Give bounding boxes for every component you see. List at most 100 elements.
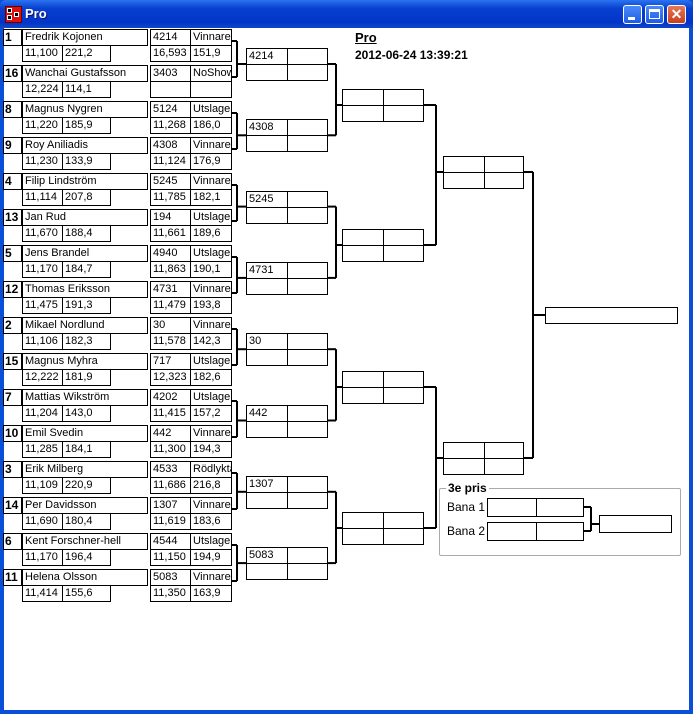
match-status: Utslagen	[190, 245, 232, 262]
player-stat-a: 11,114	[22, 189, 63, 206]
match-stat-d	[190, 81, 232, 98]
match-status: Rödlykta	[190, 461, 232, 478]
round3-cell	[342, 371, 384, 388]
match-code: 717	[150, 353, 191, 370]
match-stat-d: 189,6	[190, 225, 232, 242]
match-status: Utslagen	[190, 389, 232, 406]
round2-code: 5245	[246, 190, 288, 208]
seed-number: 13	[3, 209, 22, 226]
match-status: Vinnare	[190, 425, 232, 442]
match-stat-c: 11,578	[150, 333, 191, 350]
page-title: Pro	[355, 30, 377, 45]
maximize-icon	[649, 9, 660, 19]
match-code: 4533	[150, 461, 191, 478]
player-name: Fredrik Kojonen	[22, 29, 148, 46]
match-status: Vinnare	[190, 29, 232, 46]
match-stat-c	[150, 81, 191, 98]
player-stat-b: 133,9	[62, 153, 111, 170]
player-stat-b: 181,9	[62, 369, 111, 386]
player-name: Jan Rud	[22, 209, 148, 226]
player-name: Mikael Nordlund	[22, 317, 148, 334]
round2-cell	[287, 48, 328, 65]
round2-cell	[246, 135, 288, 153]
round2-code: 442	[246, 404, 288, 422]
player-stat-b: 182,3	[62, 333, 111, 350]
round2-cell	[246, 420, 288, 438]
match-status: Utslagen	[190, 533, 232, 550]
close-button[interactable]: ✕	[667, 5, 686, 24]
semifinal-cell	[443, 172, 485, 189]
semifinal-cell	[443, 458, 485, 475]
match-status: Utslagen	[190, 353, 232, 370]
match-stat-d: 216,8	[190, 477, 232, 494]
round3-cell	[383, 229, 424, 246]
player-stat-b: 184,1	[62, 441, 111, 458]
player-stat-b: 155,6	[62, 585, 111, 602]
final-winner-box	[545, 307, 678, 324]
app-icon	[5, 6, 22, 23]
player-stat-b: 143,0	[62, 405, 111, 422]
player-stat-a: 11,475	[22, 297, 63, 314]
semifinal-cell	[484, 442, 524, 459]
player-stat-a: 11,100	[22, 45, 63, 62]
title-bar[interactable]: Pro ✕	[0, 0, 693, 28]
player-name: Kent Forschner-hell	[22, 533, 148, 550]
minimize-icon	[628, 17, 635, 20]
player-name: Emil Svedin	[22, 425, 148, 442]
match-stat-d: 190,1	[190, 261, 232, 278]
match-stat-d: 182,1	[190, 189, 232, 206]
player-stat-a: 11,414	[22, 585, 63, 602]
round3-cell	[383, 387, 424, 404]
match-code: 5124	[150, 101, 191, 118]
third-place-label: 3e pris	[446, 481, 489, 495]
seed-number: 4	[3, 173, 22, 190]
third-place-group: 3e pris	[439, 481, 681, 556]
round2-cell	[246, 277, 288, 295]
match-code: 4544	[150, 533, 191, 550]
match-status: Vinnare	[190, 317, 232, 334]
maximize-button[interactable]	[645, 5, 664, 24]
lane-1-label: Bana 1	[447, 500, 486, 514]
round3-cell	[383, 528, 424, 545]
player-stat-b: 185,9	[62, 117, 111, 134]
match-code: 5245	[150, 173, 191, 190]
round2-code: 4731	[246, 261, 288, 279]
match-stat-c: 11,785	[150, 189, 191, 206]
seed-number: 2	[3, 317, 22, 334]
close-icon: ✕	[670, 6, 683, 22]
match-code: 4731	[150, 281, 191, 298]
seed-number: 9	[3, 137, 22, 154]
player-stat-b: 221,2	[62, 45, 111, 62]
match-code: 1307	[150, 497, 191, 514]
bracket-connectors	[232, 40, 599, 582]
player-stat-b: 114,1	[62, 81, 111, 98]
round2-cell	[287, 563, 328, 581]
match-stat-c: 11,150	[150, 549, 191, 566]
round2-cell	[246, 491, 288, 509]
minimize-button[interactable]	[623, 5, 642, 24]
seed-number: 1	[3, 29, 22, 46]
player-stat-a: 11,220	[22, 117, 63, 134]
seed-number: 7	[3, 389, 22, 406]
round2-code: 5083	[246, 547, 288, 565]
round2-code: 30	[246, 333, 288, 351]
round2-cell	[246, 206, 288, 224]
lane-2-label: Bana 2	[447, 524, 486, 538]
match-code: 3403	[150, 65, 191, 82]
round2-cell	[287, 119, 328, 137]
match-stat-d: 182,6	[190, 369, 232, 386]
player-name: Helena Olsson	[22, 569, 148, 586]
player-stat-b: 191,3	[62, 297, 111, 314]
third-place-lane1-a	[487, 498, 537, 517]
match-stat-c: 11,124	[150, 153, 191, 170]
match-code: 442	[150, 425, 191, 442]
round2-cell	[287, 333, 328, 351]
match-stat-c: 12,323	[150, 369, 191, 386]
player-stat-a: 12,222	[22, 369, 63, 386]
seed-number: 15	[3, 353, 22, 370]
third-place-lane1-b	[536, 498, 584, 517]
match-stat-d: 194,9	[190, 549, 232, 566]
match-stat-d: 163,9	[190, 585, 232, 602]
match-code: 4214	[150, 29, 191, 46]
